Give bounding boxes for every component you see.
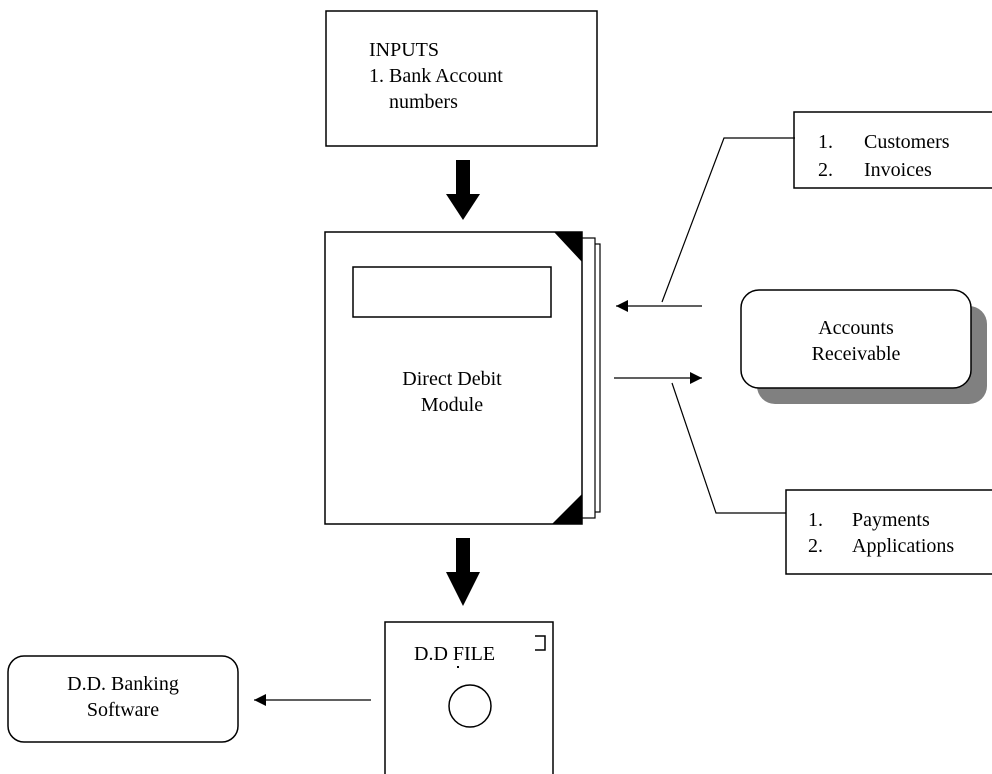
payments-applications-box [785,489,992,575]
inputs-item-line2: numbers [389,91,458,113]
invoices-item-number: 2. [818,159,833,181]
disk-hub [448,684,492,728]
banking-software-line2: Software [86,699,160,721]
inputs-item-line1: Bank Account [389,65,503,87]
inputs-box [325,10,598,147]
payments-item-number: 1. [808,509,823,531]
payments-item-label: Payments [852,509,930,531]
connector-customers [661,137,795,303]
thick-arrow-inputs-to-module [446,160,480,220]
write-protect-notch [535,635,546,651]
inputs-item-number: 1. [369,65,384,87]
module-label-window [352,266,552,318]
banking-software-line1: D.D. Banking [67,673,179,695]
dd-file-label: D.D FILE [414,643,496,665]
top-corner-fold [554,232,582,262]
bottom-corner-fold [552,494,582,524]
accounts-receivable-line1: Accounts [818,317,894,339]
applications-item-label: Applications [852,535,955,557]
direct-debit-module-document [324,231,601,525]
applications-item-number: 2. [808,535,823,557]
banking-software-box [7,655,239,743]
customers-invoices-box [793,111,992,189]
customers-item-number: 1. [818,131,833,153]
accounts-receivable-line2: Receivable [811,343,901,365]
accounts-receivable-box [740,289,987,404]
thick-arrow-module-to-file [446,538,480,606]
module-label-line2: Module [420,394,484,416]
module-label-line1: Direct Debit [402,368,502,390]
invoices-item-label: Invoices [864,159,932,181]
connector-payments [671,382,786,514]
inputs-title: INPUTS [369,39,440,61]
dd-file-floppy-disk [384,621,554,774]
customers-item-label: Customers [864,131,950,153]
